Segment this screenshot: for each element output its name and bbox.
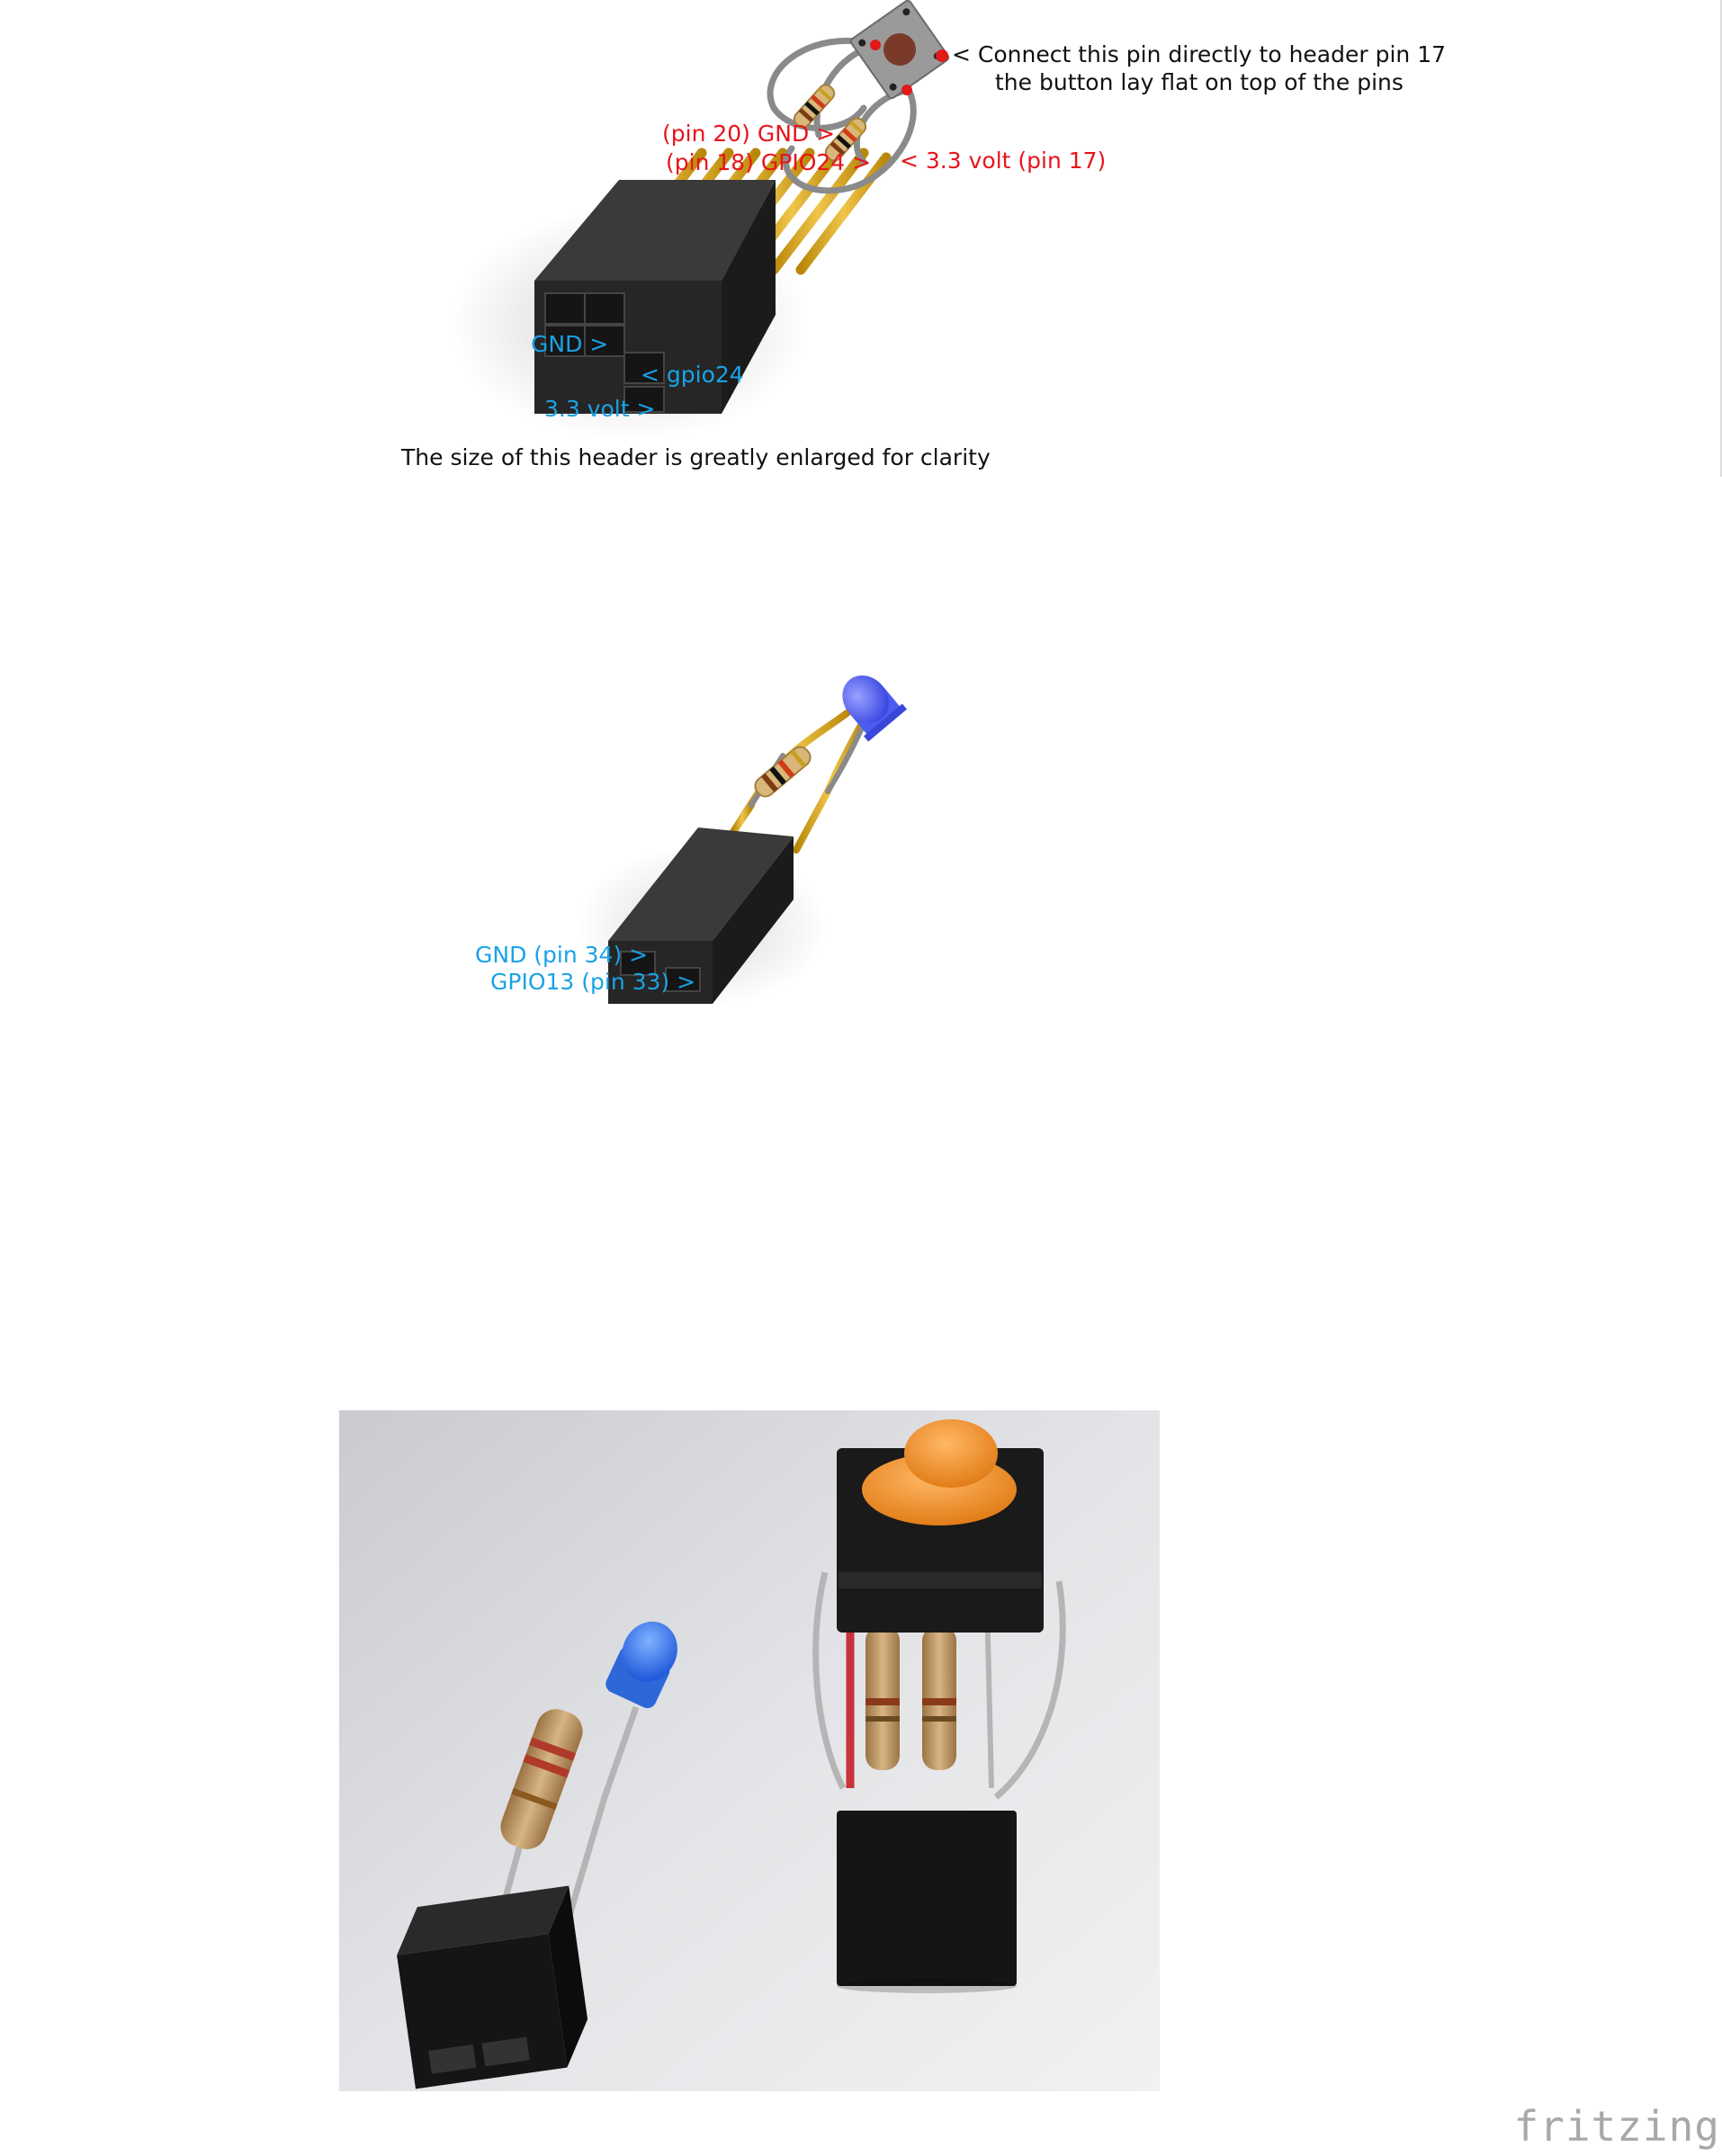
resistor-2 xyxy=(824,117,867,162)
led-header-diagram xyxy=(576,675,908,1007)
pin17-3v3-label: < 3.3 volt (pin 17) xyxy=(900,148,1107,174)
connect-note-line1: < Connect this pin directly to header pi… xyxy=(952,41,1447,67)
led-header-block xyxy=(608,828,794,1004)
volt-arrow-label: 3.3 volt > xyxy=(544,396,656,422)
header-block xyxy=(534,180,776,414)
pin20-gnd-label: (pin 20) GND > xyxy=(662,121,836,147)
pin18-gpio24-label: (pin 18) GPIO24 > xyxy=(666,149,872,175)
gpio24-arrow-label: < gpio24 xyxy=(641,362,744,388)
connect-note-line2: the button lay flat on top of the pins xyxy=(995,69,1404,95)
photo-button-assembly xyxy=(812,1419,1066,1993)
gpio13-pin33-label: GPIO13 (pin 33) > xyxy=(490,969,696,995)
connection-dots xyxy=(870,40,948,95)
led-resistor xyxy=(754,746,812,798)
button-header-diagram xyxy=(450,0,950,441)
gnd-arrow-label: GND > xyxy=(531,331,609,357)
fritzing-watermark: fritzing xyxy=(1513,2102,1720,2151)
photo-led-assembly xyxy=(397,1621,677,2089)
blue-led xyxy=(842,675,908,742)
resistor-1 xyxy=(793,84,836,129)
assembled-photo xyxy=(339,1410,1160,2091)
right-edge-divider xyxy=(1720,0,1722,477)
header-caption: The size of this header is greatly enlar… xyxy=(401,444,991,470)
led-leads xyxy=(730,707,871,854)
gnd-pin34-label: GND (pin 34) > xyxy=(475,942,649,968)
push-button xyxy=(849,0,950,100)
